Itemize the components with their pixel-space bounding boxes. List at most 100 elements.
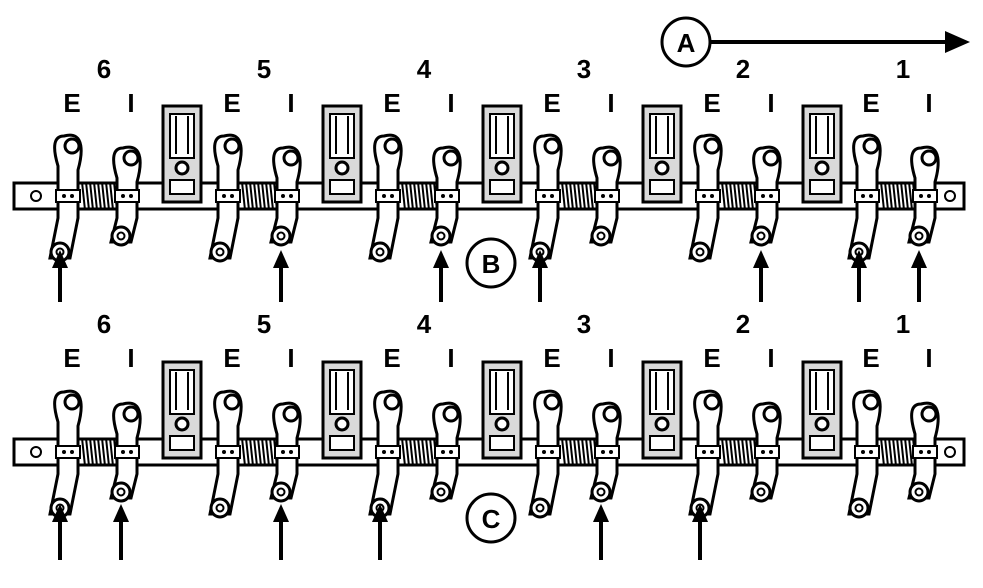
b-intake-rocker-cyl-1 (907, 145, 940, 247)
b-intake-label-cyl-5: I (287, 88, 294, 118)
c-intake-label-cyl-5: I (287, 343, 294, 373)
c-cylinder-number-3: 3 (577, 309, 591, 339)
c-exhaust-rocker-cyl-5 (208, 389, 243, 519)
c-intake-rocker-cyl-6 (109, 401, 142, 503)
b-intake-label-cyl-6: I (127, 88, 134, 118)
b-exhaust-label-cyl-3: E (543, 88, 560, 118)
b-shaft-support-3 (481, 104, 523, 204)
b-exhaust-label-cyl-2: E (703, 88, 720, 118)
b-adjust-arrow-1e (851, 250, 867, 302)
b-intake-rocker-cyl-2 (749, 145, 782, 247)
callout-a-label: A (677, 28, 696, 58)
c-shaft-support-1 (161, 360, 203, 460)
c-adjust-arrow-6e (52, 504, 68, 560)
b-cylinder-number-1: 1 (896, 54, 910, 84)
c-exhaust-rocker-cyl-3 (528, 389, 563, 519)
b-intake-label-cyl-3: I (607, 88, 614, 118)
b-exhaust-rocker-cyl-5 (208, 133, 243, 263)
c-shaft-end-hole-left (30, 446, 42, 458)
b-exhaust-label-cyl-6: E (63, 88, 80, 118)
b-intake-rocker-cyl-6 (109, 145, 142, 247)
b-rocker-spring-cyl-3 (561, 181, 598, 211)
b-intake-rocker-cyl-3 (589, 145, 622, 247)
c-shaft-support-2 (321, 360, 363, 460)
b-intake-label-cyl-2: I (767, 88, 774, 118)
b-cylinder-number-2: 2 (736, 54, 750, 84)
b-shaft-support-4 (641, 104, 683, 204)
c-intake-label-cyl-1: I (925, 343, 932, 373)
callout-b: B (465, 237, 517, 289)
c-cylinder-number-6: 6 (97, 309, 111, 339)
c-intake-rocker-cyl-3 (589, 401, 622, 503)
b-adjust-arrow-6e (52, 250, 68, 302)
c-exhaust-label-cyl-1: E (862, 343, 879, 373)
b-adjust-arrow-5i (273, 250, 289, 302)
c-adjust-arrow-6i (113, 504, 129, 560)
b-cylinder-number-5: 5 (257, 54, 271, 84)
b-shaft-end-hole-left (30, 190, 42, 202)
c-adjust-arrow-2e (692, 504, 708, 560)
c-exhaust-label-cyl-5: E (223, 343, 240, 373)
c-intake-rocker-cyl-2 (749, 401, 782, 503)
b-shaft-support-2 (321, 104, 363, 204)
callout-c: C (465, 492, 517, 544)
b-adjust-arrow-4i (433, 250, 449, 302)
c-shaft-support-4 (641, 360, 683, 460)
b-adjust-arrow-2i (753, 250, 769, 302)
b-rocker-spring-cyl-4 (401, 181, 438, 211)
b-intake-rocker-cyl-5 (269, 145, 302, 247)
c-cylinder-number-2: 2 (736, 309, 750, 339)
c-adjust-arrow-3i (593, 504, 609, 560)
b-cylinder-number-6: 6 (97, 54, 111, 84)
b-shaft-support-1 (161, 104, 203, 204)
c-rocker-spring-cyl-2 (721, 437, 758, 467)
c-exhaust-label-cyl-6: E (63, 343, 80, 373)
callout-a: A (660, 16, 712, 68)
c-exhaust-label-cyl-4: E (383, 343, 400, 373)
c-cylinder-number-4: 4 (417, 309, 432, 339)
b-shaft-support-5 (801, 104, 843, 204)
b-exhaust-rocker-cyl-4 (368, 133, 403, 263)
c-exhaust-label-cyl-2: E (703, 343, 720, 373)
b-exhaust-label-cyl-1: E (862, 88, 879, 118)
b-exhaust-rocker-cyl-2 (688, 133, 723, 263)
c-cylinder-number-1: 1 (896, 309, 910, 339)
c-cylinder-number-5: 5 (257, 309, 271, 339)
c-intake-label-cyl-6: I (127, 343, 134, 373)
callout-b-label: B (482, 249, 501, 279)
b-exhaust-rocker-cyl-1 (847, 133, 882, 263)
b-exhaust-label-cyl-4: E (383, 88, 400, 118)
b-exhaust-label-cyl-5: E (223, 88, 240, 118)
b-shaft-end-hole-right (944, 190, 956, 202)
c-shaft-end-hole-right (944, 446, 956, 458)
b-cylinder-number-3: 3 (577, 54, 591, 84)
b-cylinder-number-4: 4 (417, 54, 432, 84)
c-rocker-spring-cyl-6 (81, 437, 118, 467)
c-shaft-support-3 (481, 360, 523, 460)
c-intake-label-cyl-2: I (767, 343, 774, 373)
c-intake-label-cyl-4: I (447, 343, 454, 373)
c-shaft-support-5 (801, 360, 843, 460)
b-intake-label-cyl-4: I (447, 88, 454, 118)
c-exhaust-label-cyl-3: E (543, 343, 560, 373)
b-intake-rocker-cyl-4 (429, 145, 462, 247)
direction-arrow (711, 31, 970, 53)
c-intake-rocker-cyl-5 (269, 401, 302, 503)
c-rocker-spring-cyl-3 (561, 437, 598, 467)
b-adjust-arrow-3e (532, 250, 548, 302)
c-intake-label-cyl-3: I (607, 343, 614, 373)
b-exhaust-rocker-cyl-6 (48, 133, 83, 263)
c-intake-rocker-cyl-4 (429, 401, 462, 503)
c-adjust-arrow-4e (372, 504, 388, 560)
c-intake-rocker-cyl-1 (907, 401, 940, 503)
c-exhaust-rocker-cyl-1 (847, 389, 882, 519)
c-adjust-arrow-5i (273, 504, 289, 560)
b-intake-label-cyl-1: I (925, 88, 932, 118)
c-rocker-spring-cyl-5 (241, 437, 278, 467)
b-adjust-arrow-1i (911, 250, 927, 302)
callout-c-label: C (482, 504, 501, 534)
